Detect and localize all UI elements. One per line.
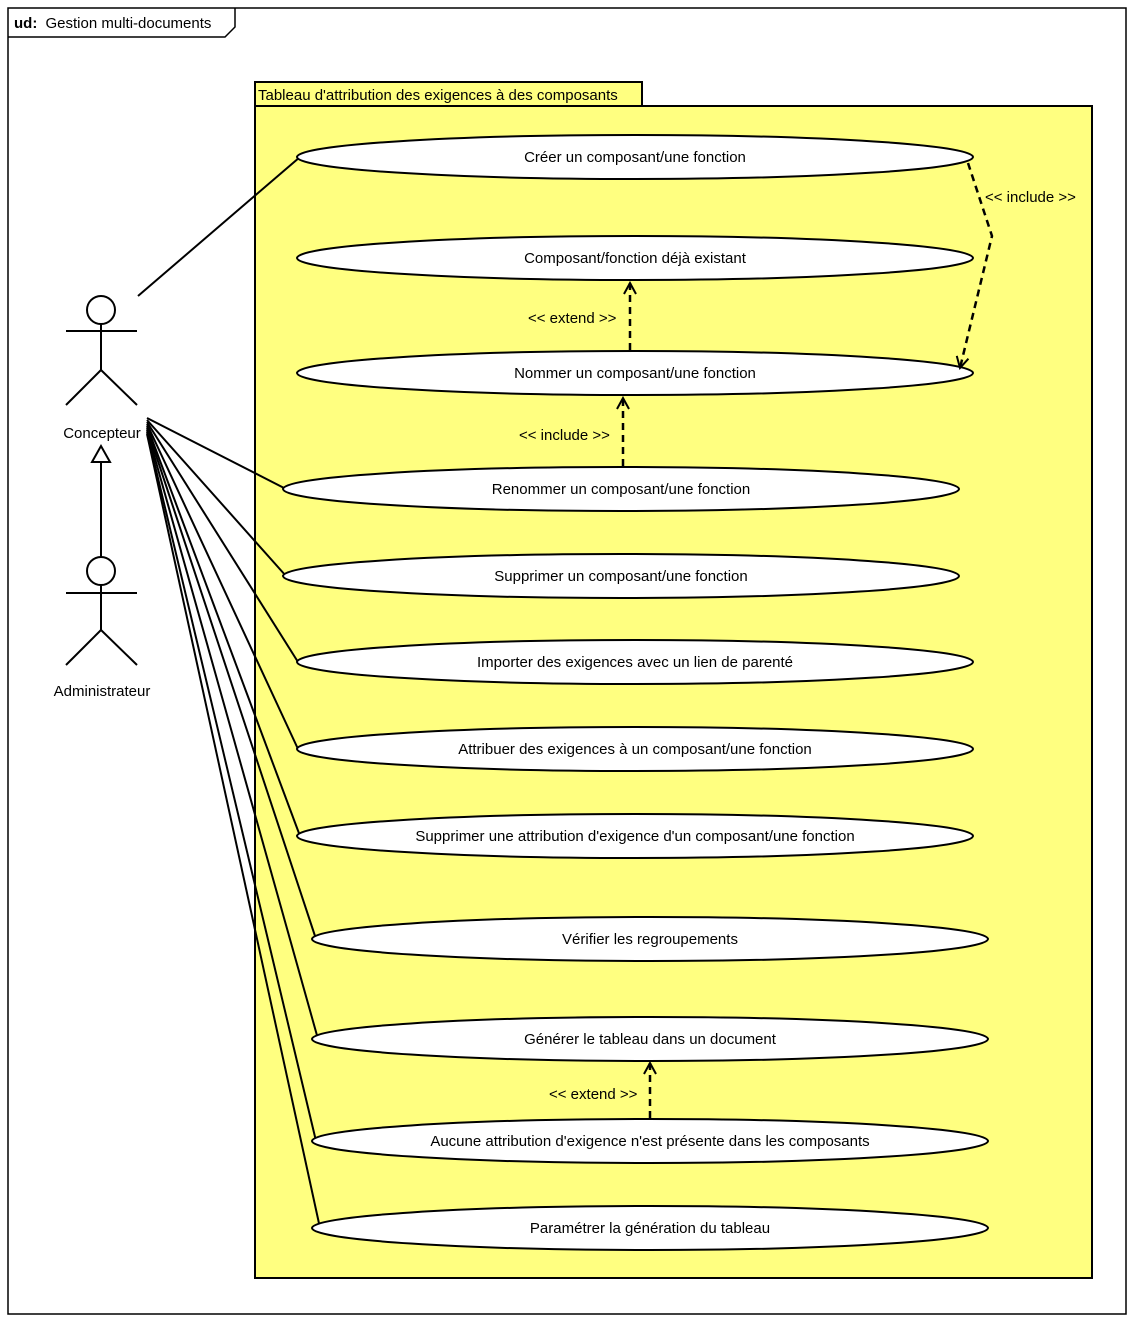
use-case-importer-label: Importer des exigences avec un lien de p…	[477, 654, 793, 671]
dependency-extend-aucune-generer: << extend >>	[549, 1063, 650, 1118]
generalization-admin-concepteur	[90, 443, 112, 557]
use-case-existant-label: Composant/fonction déjà existant	[524, 250, 747, 267]
use-case-attribuer-label: Attribuer des exigences à un composant/u…	[458, 741, 812, 758]
assoc-generer	[146, 429, 319, 1040]
use-case-generer[interactable]: Générer le tableau dans un document	[311, 1016, 989, 1062]
actor-administrateur[interactable]: Administrateur	[54, 556, 151, 700]
frame-title: ud: Gestion multi-documents	[14, 15, 211, 32]
assoc-creer	[137, 156, 301, 297]
assoc-supprimer-attribution	[146, 425, 301, 837]
frame-border	[7, 7, 1127, 1315]
dependency-include-renommer-nommer: << include >>	[519, 398, 623, 466]
use-case-renommer[interactable]: Renommer un composant/une fonction	[282, 466, 960, 512]
extend-nommer-existant-label: << extend >>	[528, 310, 617, 327]
dependency-extend-nommer-existant: << extend >>	[528, 283, 630, 350]
system-rect	[254, 105, 1093, 1279]
include-renommer-nommer-label: << include >>	[519, 427, 610, 444]
frame-name: Gestion multi-documents	[46, 15, 212, 32]
use-case-creer[interactable]: Créer un composant/une fonction	[296, 134, 974, 180]
include-creer-nommer-label: << include >>	[985, 189, 1076, 206]
actor-administrateur-label: Administrateur	[54, 683, 151, 700]
use-case-existant[interactable]: Composant/fonction déjà existant	[296, 235, 974, 281]
use-case-renommer-label: Renommer un composant/une fonction	[492, 481, 750, 498]
actor-concepteur-head	[86, 295, 116, 325]
diagram-frame: ud: Gestion multi-documents	[7, 7, 1127, 1315]
use-case-supprimer-attribution[interactable]: Supprimer une attribution d'exigence d'u…	[296, 813, 974, 859]
use-case-attribuer[interactable]: Attribuer des exigences à un composant/u…	[296, 726, 974, 772]
use-case-verifier-label: Vérifier les regroupements	[562, 931, 738, 948]
use-case-importer[interactable]: Importer des exigences avec un lien de p…	[296, 639, 974, 685]
use-case-generer-label: Générer le tableau dans un document	[524, 1031, 777, 1048]
actor-concepteur-label: Concepteur	[63, 425, 141, 442]
use-case-parametrer-label: Paramétrer la génération du tableau	[530, 1220, 770, 1237]
assoc-attribuer	[146, 423, 299, 750]
assoc-parametrer	[146, 433, 321, 1229]
use-case-supprimer-attribution-label: Supprimer une attribution d'exigence d'u…	[415, 828, 854, 845]
use-case-parametrer[interactable]: Paramétrer la génération du tableau	[311, 1205, 989, 1251]
use-case-supprimer[interactable]: Supprimer un composant/une fonction	[282, 553, 960, 599]
use-case-creer-label: Créer un composant/une fonction	[524, 149, 746, 166]
actor-concepteur[interactable]: Concepteur	[63, 295, 141, 442]
system-title: Tableau d'attribution des exigences à de…	[258, 87, 618, 104]
assoc-renommer	[146, 417, 287, 490]
use-case-aucune[interactable]: Aucune attribution d'exigence n'est prés…	[311, 1118, 989, 1164]
frame-tab	[8, 8, 236, 38]
assoc-importer	[146, 421, 299, 663]
associations	[137, 156, 321, 1229]
extend-aucune-generer-label: << extend >>	[549, 1086, 638, 1103]
assoc-supprimer	[146, 419, 287, 577]
dependency-include-creer-nommer: << include >>	[960, 162, 1076, 368]
use-case-verifier[interactable]: Vérifier les regroupements	[311, 916, 989, 962]
actor-administrateur-head	[86, 556, 116, 586]
frame-keyword: ud:	[14, 15, 37, 32]
use-case-nommer[interactable]: Nommer un composant/une fonction	[296, 350, 974, 396]
system-boundary: Tableau d'attribution des exigences à de…	[254, 81, 1093, 1279]
use-case-aucune-label: Aucune attribution d'exigence n'est prés…	[430, 1133, 869, 1150]
use-case-supprimer-label: Supprimer un composant/une fonction	[494, 568, 747, 585]
use-case-nommer-label: Nommer un composant/une fonction	[514, 365, 756, 382]
assoc-aucune	[146, 431, 317, 1142]
assoc-verifier	[146, 427, 317, 940]
